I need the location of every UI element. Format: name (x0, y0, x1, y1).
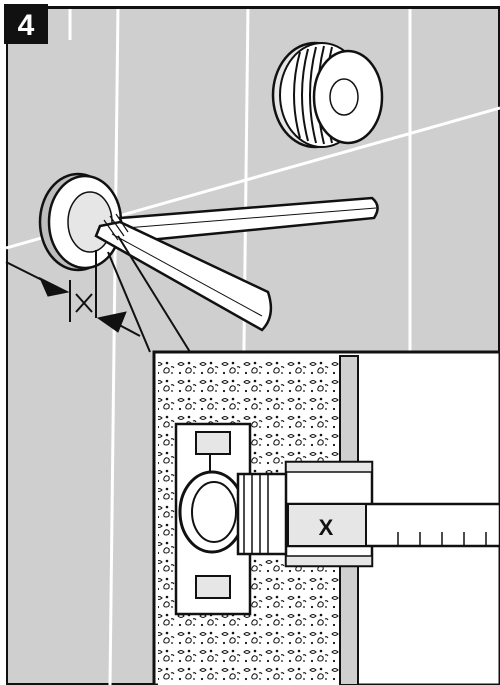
measuring-ruler-icon (286, 502, 500, 548)
cut-direction-arrows-icon (5, 235, 191, 353)
step-badge: 4 (4, 4, 48, 44)
detail-inset: X (152, 350, 500, 685)
escutcheon-cap-icon (38, 172, 123, 272)
utility-knife-icon (94, 196, 379, 332)
step-number: 4 (18, 9, 35, 42)
threaded-sleeve-icon (271, 41, 384, 149)
measurement-label: X (319, 515, 334, 540)
valve-body-icon (174, 422, 292, 616)
